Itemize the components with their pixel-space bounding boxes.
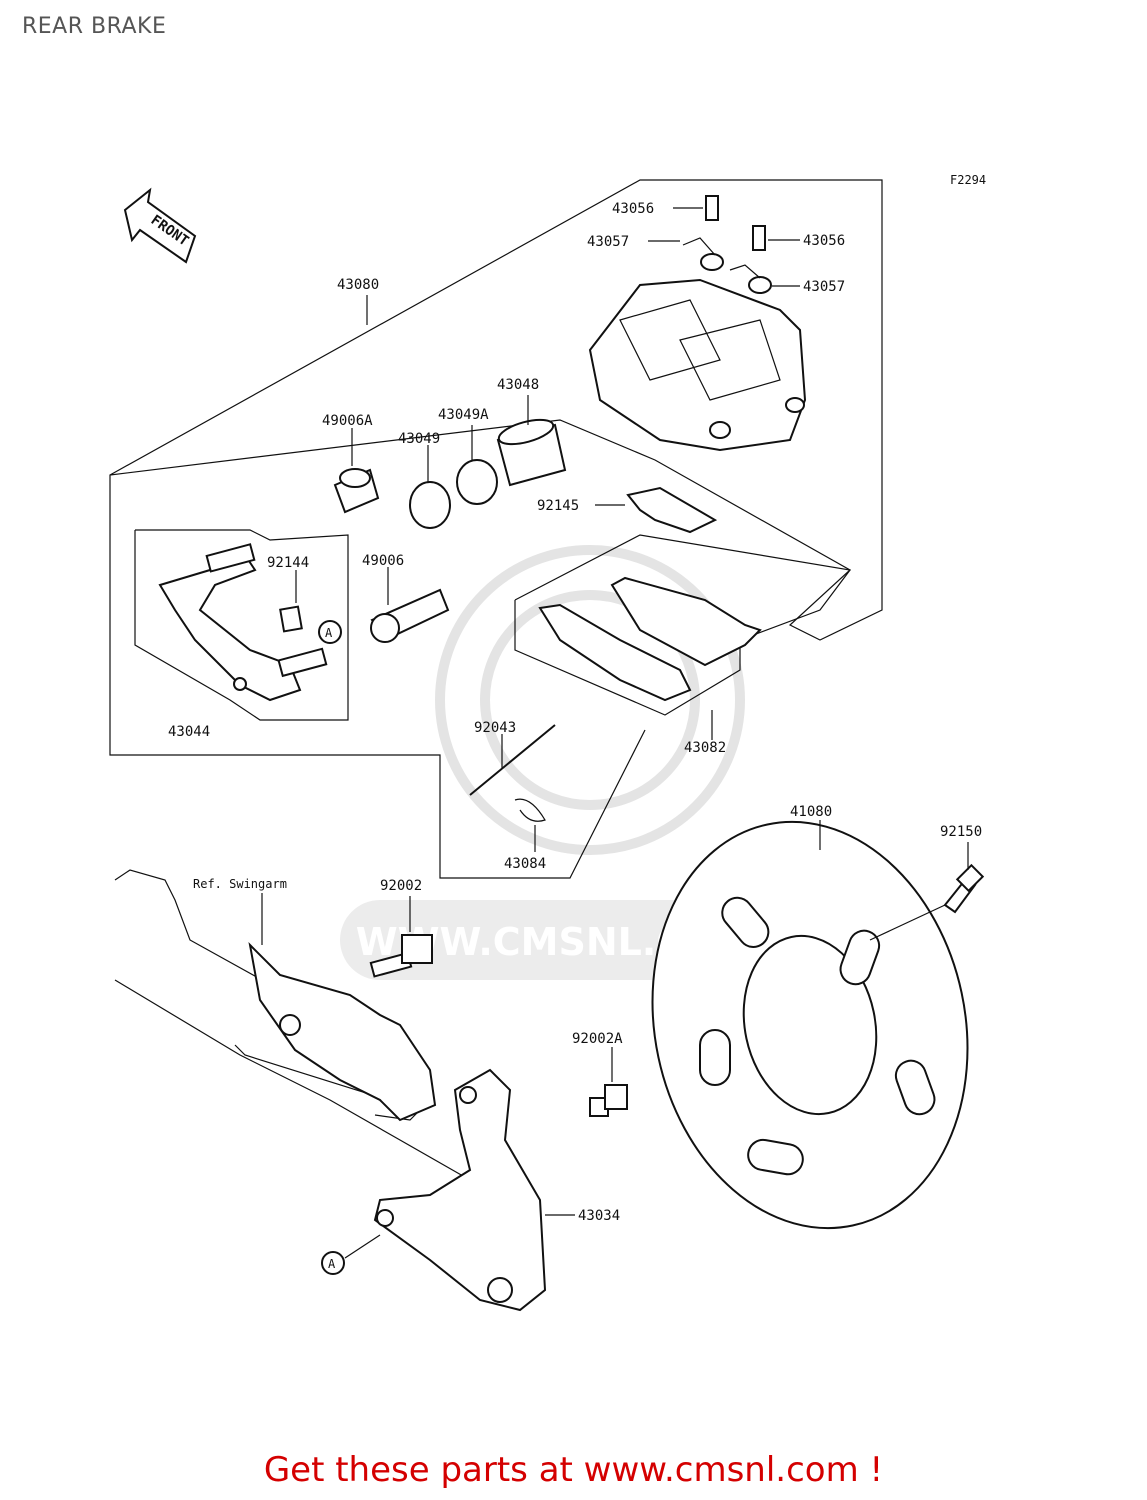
- footer-link[interactable]: Get these parts at www.cmsnl.com !: [263, 1450, 884, 1490]
- label-43056-b: 43056: [803, 233, 845, 249]
- label-92002a: 92002A: [572, 1031, 623, 1047]
- label-41080: 41080: [790, 804, 832, 820]
- ref-marker-a-top: A: [325, 626, 333, 640]
- label-43084: 43084: [504, 856, 546, 872]
- swingarm-reference: [114, 869, 471, 1181]
- caliper-assembly-outline: [109, 179, 883, 879]
- dust-seal-icon: [409, 481, 451, 529]
- label-43049: 43049: [398, 431, 440, 447]
- label-43034: 43034: [578, 1208, 620, 1224]
- label-92145: 92145: [537, 498, 579, 514]
- figure-code: F2294: [950, 173, 986, 187]
- brake-disc-icon: [651, 820, 969, 1230]
- pin-clip-icon: [514, 798, 546, 822]
- bleeder-cap-icon: [682, 237, 772, 294]
- pad-clip-icon: [279, 605, 303, 633]
- slide-boot-icon: [370, 588, 450, 643]
- caliper-piston-icon: [496, 418, 567, 487]
- label-92043: 92043: [474, 720, 516, 736]
- bracket-bolt-a-icon: [589, 1084, 628, 1117]
- brake-pad-icon: [538, 576, 762, 702]
- label-43049a: 43049A: [438, 407, 489, 423]
- piston-seal-icon: [456, 459, 498, 505]
- label-43056-a: 43056: [612, 201, 654, 217]
- label-43057-a: 43057: [587, 234, 629, 250]
- ref-marker-a-bottom: A: [328, 1257, 336, 1271]
- label-49006: 49006: [362, 553, 404, 569]
- pad-pin-icon: [469, 724, 556, 796]
- label-92144: 92144: [267, 555, 309, 571]
- front-arrow-icon: FRONT: [123, 187, 197, 264]
- ref-swingarm-label: Ref. Swingarm: [193, 877, 287, 891]
- bleeder-valve-icon: [705, 195, 766, 251]
- bracket-bolt-icon: [369, 934, 433, 978]
- label-49006a: 49006A: [322, 413, 373, 429]
- pin-boot-icon: [333, 468, 380, 514]
- label-43080: 43080: [337, 277, 379, 293]
- label-43044: 43044: [168, 724, 210, 740]
- label-92002: 92002: [380, 878, 422, 894]
- exploded-parts-diagram: WWW.CMSNL.COM FRONT F2294 43080 43056 43…: [109, 173, 986, 1312]
- caliper-bracket-icon: [158, 543, 328, 702]
- torque-bracket-icon: [373, 1068, 547, 1312]
- label-43082: 43082: [684, 740, 726, 756]
- label-43048: 43048: [497, 377, 539, 393]
- pad-spring-icon: [626, 486, 718, 534]
- brake-caliper-body: [588, 278, 807, 452]
- label-43057-b: 43057: [803, 279, 845, 295]
- page-title: REAR BRAKE: [22, 14, 167, 39]
- label-92150: 92150: [940, 824, 982, 840]
